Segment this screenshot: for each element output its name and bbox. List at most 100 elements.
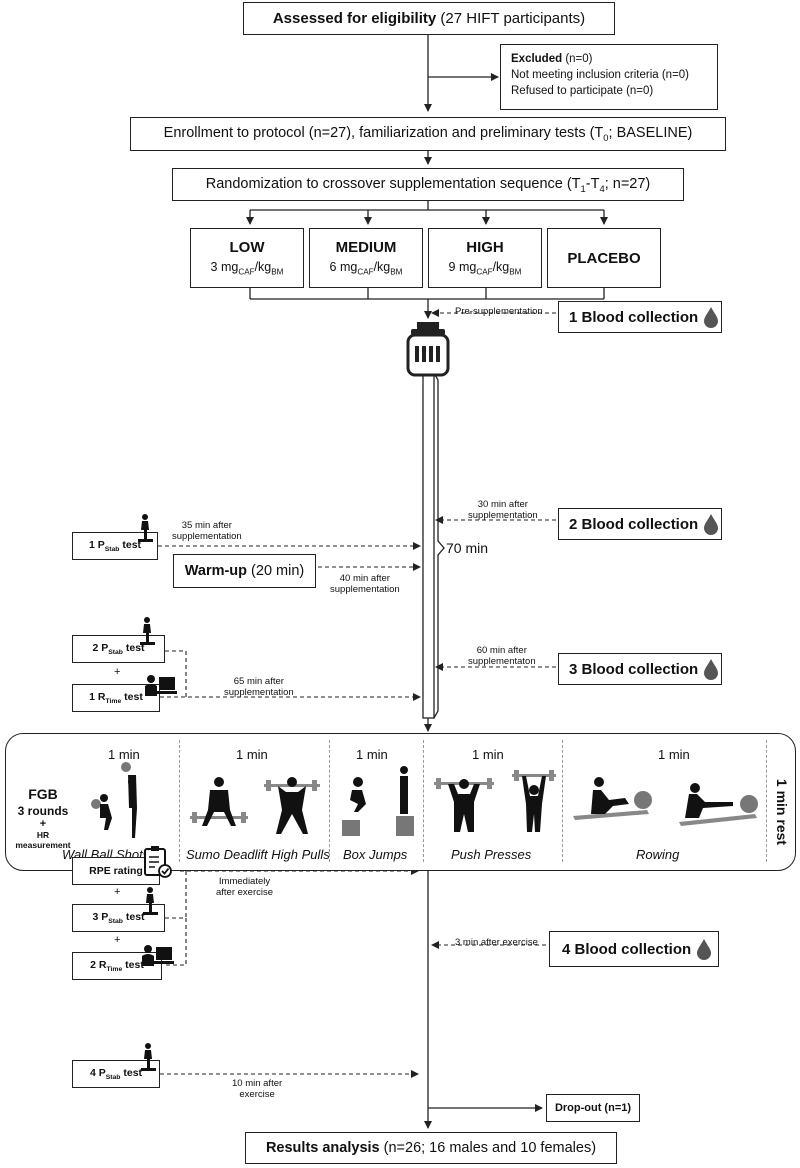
rtime-test-2-num: 2 R: [90, 958, 107, 971]
excluded-line-2: Refused to participate (n=0): [511, 85, 654, 97]
note-10-min-line1: 10 min after: [232, 1078, 283, 1089]
note-immediately-line1: Immediately: [218, 876, 271, 887]
note-35-min-line2: supplementation: [172, 531, 242, 542]
group-medium-name: MEDIUM: [335, 239, 397, 257]
divider: [423, 740, 424, 862]
randomization-sub1: 1: [580, 182, 586, 194]
fgb-hr: HR: [36, 830, 50, 840]
pstab-test-3-num: 3 P: [92, 910, 109, 923]
results-bold: Results analysis: [265, 1140, 380, 1156]
balance-athlete-icon: [138, 514, 153, 542]
group-placebo-name: PLACEBO: [567, 249, 641, 267]
computer-user-icon: [142, 945, 174, 966]
eligibility-bold: Assessed for eligibility: [272, 10, 437, 27]
pstab-test-3-sub: Stab: [108, 918, 123, 926]
pstab-test-4-post: test: [120, 1066, 143, 1079]
one-min-rest-label: 1 min rest: [774, 778, 790, 846]
blood-drop-icon: [704, 307, 719, 328]
pre-supplementation-note: Pre-supplementation: [455, 306, 543, 317]
pstab-test-4: 4 PStab test: [72, 1060, 160, 1088]
note-immediately-line2: after exercise: [216, 887, 274, 898]
rowing-icon: [573, 777, 758, 826]
pstab-test-4-num: 4 P: [89, 1066, 106, 1079]
exercise-time-sumo: 1 min: [236, 747, 268, 762]
excluded-box: Excluded (n=0) Not meeting inclusion cri…: [500, 44, 718, 110]
blood-collection-2: 2 Blood collection: [558, 508, 722, 540]
warm-up-bold: Warm-up: [184, 563, 248, 579]
supplement-bottle-icon: [406, 322, 450, 377]
blood-collection-3: 3 Blood collection: [558, 653, 722, 685]
rtime-test-1-post: test: [121, 690, 143, 703]
pstab-test-2: 2 PStab test: [72, 635, 165, 663]
blood-collection-1: 1 Blood collection: [558, 301, 722, 333]
note-40-min-line2: supplementation: [330, 584, 400, 595]
note-65-min-line2: supplementation: [224, 687, 294, 698]
results-rest: (n=26; 16 males and 10 females): [379, 1140, 597, 1156]
wall-ball-icon: [91, 762, 137, 838]
pstab-test-1-num: 1 P: [88, 538, 105, 551]
exercise-time-wall-ball: 1 min: [108, 747, 140, 762]
pstab-test-2-num: 2 P: [92, 641, 109, 654]
fgb-exercise-panel: FGB 3 rounds + HR measurement 1 min 1 mi…: [5, 733, 796, 871]
note-10-min-line2: exercise: [239, 1089, 275, 1100]
randomization-text-post: ; n=27): [604, 175, 651, 192]
rtime-test-2-sub: Time: [106, 966, 123, 974]
push-press-icon: [434, 770, 556, 832]
exercise-name-sumo: Sumo Deadlift High Pulls: [186, 847, 330, 862]
blood-drop-icon: [704, 514, 719, 535]
enrollment-text-post: ; BASELINE): [608, 125, 693, 142]
fgb-label-group: FGB 3 rounds + HR measurement: [14, 786, 72, 850]
dose-mid: /kg: [492, 260, 510, 275]
group-low-dose: 3 mg: [210, 260, 239, 275]
note-65-min-line1: 65 min after: [233, 676, 284, 687]
blood-collection-4-label: 4 Blood collection: [562, 940, 692, 958]
dose-mid: /kg: [373, 260, 391, 275]
divider: [179, 740, 180, 862]
box-jumps-icon: [342, 766, 414, 836]
rtime-test-1: 1 RTime test: [72, 684, 160, 712]
clipboard-check-icon: [144, 846, 172, 878]
note-35-min-line1: 35 min after: [181, 520, 232, 531]
rpe-rating-label: RPE rating: [89, 865, 143, 877]
blood-collection-3-label: 3 Blood collection: [569, 660, 699, 678]
pstab-test-1: 1 PStab test: [72, 532, 158, 560]
pstab-test-1-sub: Stab: [104, 546, 120, 554]
eligibility-rest: (27 HIFT participants): [436, 10, 586, 27]
divider: [329, 740, 330, 862]
dose-sub-bm: BM: [509, 267, 522, 277]
exercise-name-push-press: Push Presses: [451, 847, 532, 862]
rtime-test-2-post: test: [122, 958, 144, 971]
group-high-name: HIGH: [466, 239, 504, 257]
blood-drop-icon: [704, 659, 719, 680]
balance-athlete-icon: [140, 617, 155, 645]
group-placebo: PLACEBO: [547, 228, 661, 288]
group-medium: MEDIUM 6 mgCAF/kgBM: [309, 228, 423, 288]
pstab-test-2-post: test: [122, 641, 145, 654]
randomization-box: Randomization to crossover supplementati…: [172, 168, 684, 201]
excluded-title-n: (n=0): [562, 53, 593, 65]
dose-mid: /kg: [254, 260, 272, 275]
plus-sign: +: [114, 886, 121, 898]
rtime-test-1-sub: Time: [105, 698, 122, 706]
group-medium-dose: 6 mg: [329, 260, 358, 275]
dropout-label: Drop-out (n=1): [554, 1102, 632, 1114]
dose-sub-bm: BM: [390, 267, 403, 277]
dose-sub-caf: CAF: [238, 267, 255, 277]
blood-4-note: 3 min after exercise: [455, 937, 538, 948]
excluded-line-1: Not meeting inclusion criteria (n=0): [511, 69, 690, 81]
warm-up-box: Warm-up (20 min): [173, 554, 316, 588]
sumo-deadlift-icon: [190, 777, 320, 834]
blood-drop-icon: [697, 939, 712, 960]
exercise-name-rowing: Rowing: [636, 847, 680, 862]
randomization-text-pre: Randomization to crossover supplementati…: [205, 175, 581, 192]
group-high-dose: 9 mg: [448, 260, 477, 275]
timeline-70-min-label: 70 min: [446, 540, 489, 556]
dropout-box: Drop-out (n=1): [546, 1094, 640, 1122]
